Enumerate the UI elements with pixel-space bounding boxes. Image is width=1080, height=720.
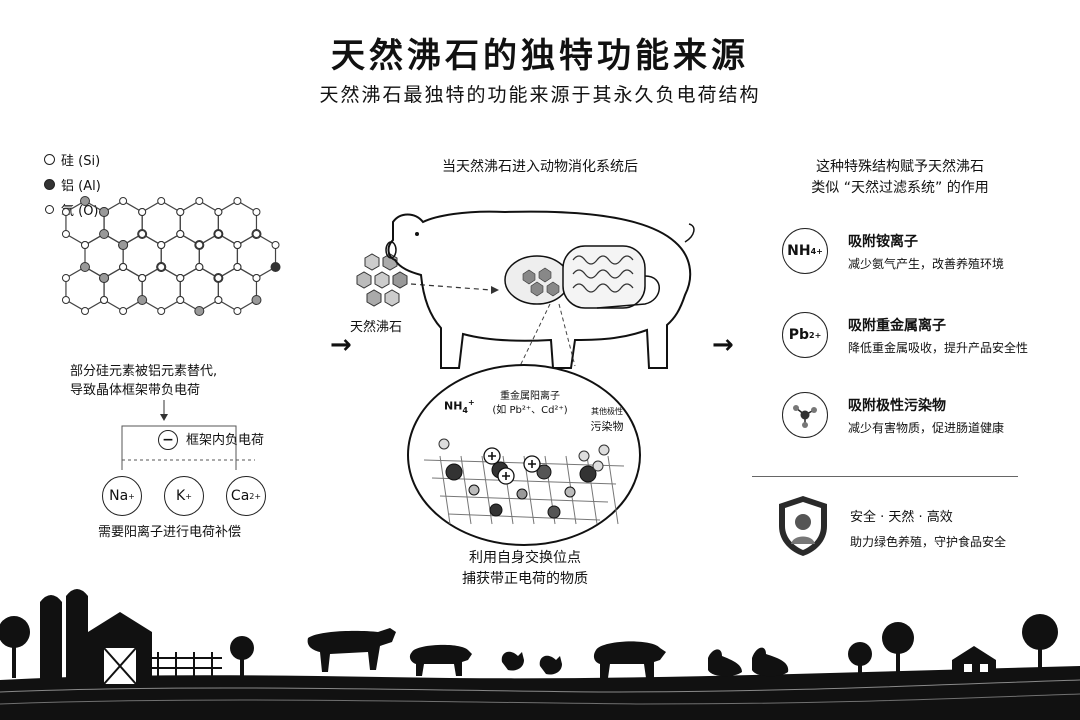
molecule-icon [782, 392, 828, 438]
legend-item-silicon: 硅 (Si) [44, 150, 101, 169]
cow-icon [307, 628, 396, 672]
framework-charge-bracket [121, 400, 255, 470]
flow-arrow-left: → [330, 330, 352, 360]
filter-system-heading: 这种特殊结构赋予天然沸石 类似 “天然过滤系统” 的作用 [811, 159, 989, 196]
fence-icon [150, 652, 222, 680]
barn-icon [88, 612, 152, 685]
heavy-metal-label: 重金属阳离子 (如 Pb²⁺、Cd²⁺) [492, 391, 568, 416]
element-legend: 硅 (Si) 铝 (Al) 氧 (O) [44, 150, 101, 219]
zeolite-label: 天然沸石 [350, 320, 403, 335]
flow-arrow-right: → [712, 330, 734, 360]
pig-digestive-illustration [356, 210, 695, 369]
zeolite-pellets-icon [356, 253, 408, 307]
potassium-ion-icon: K+ [164, 476, 204, 516]
charge-compensation-caption: 需要阳离子进行电荷补偿 [98, 525, 242, 540]
farm-landscape-silhouette [0, 589, 1080, 720]
silicon-dot-icon [44, 154, 55, 165]
section-divider [752, 476, 1018, 477]
safety-shield-icon [779, 496, 827, 556]
legend-item-oxygen: 氧 (O) [44, 200, 101, 219]
exchange-site-caption: 利用自身交换位点 捕获带正电荷的物质 [462, 550, 588, 587]
sodium-ion-icon: Na+ [102, 476, 142, 516]
farmhouse-icon [952, 646, 996, 676]
legend-item-aluminum: 铝 (Al) [44, 175, 101, 194]
duck-icon [708, 647, 789, 677]
safety-slogan: 安全 · 天然 · 高效 助力绿色养殖，守护食品安全 [850, 510, 1007, 549]
feature-polar-pollutant: 吸附极性污染物 减少有害物质，促进肠道健康 [782, 392, 1004, 438]
adsorption-zoom-circle [407, 364, 641, 546]
ammonium-label: NH4+ [444, 398, 475, 415]
zeolite-crystal-lattice [61, 196, 281, 316]
page-subtitle: 天然沸石最独特的功能来源于其永久负电荷结构 [319, 84, 761, 106]
aluminum-dot-icon [44, 179, 55, 190]
chicken-icon [501, 651, 562, 675]
tree-icon [0, 616, 254, 680]
silo-icon [40, 589, 88, 684]
polar-pollutant-label: 其他极性 污染物 [590, 407, 624, 433]
minus-charge-icon: − [158, 430, 178, 450]
framework-negative-charge: − 框架内负电荷 [158, 430, 264, 450]
digestive-heading: 当天然沸石进入动物消化系统后 [442, 159, 638, 175]
substitution-caption: 部分硅元素被铝元素替代, 导致晶体框架带负电荷 [70, 364, 218, 398]
page-title: 天然沸石的独特功能来源 [331, 36, 749, 76]
pig-icon [409, 641, 666, 678]
oxygen-dot-icon [45, 205, 54, 214]
